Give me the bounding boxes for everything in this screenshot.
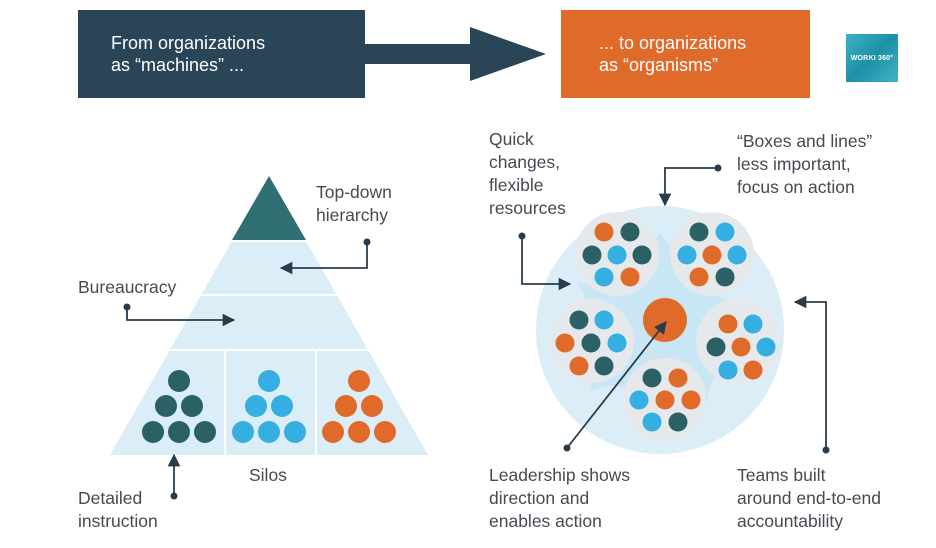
bureaucracy-callout (123, 303, 236, 327)
boxes-lines-callout (658, 164, 722, 207)
team-pod (575, 212, 659, 296)
pyramid-apex (232, 176, 306, 240)
top-down-callout (279, 238, 371, 275)
quick-changes-label: Quick changes, flexible resources (489, 129, 566, 218)
top-down-hierarchy-label: Top-down hierarchy (316, 182, 392, 225)
detailed-instruction-label: Detailed instruction (78, 488, 158, 531)
teams-callout (793, 295, 830, 454)
team-pod (670, 212, 754, 296)
silos-label: Silos (249, 465, 287, 485)
team-pod (550, 299, 634, 383)
team-pod (623, 358, 707, 442)
detailed-instruction-callout (167, 453, 181, 500)
logo-text: WORKI 360° (850, 54, 894, 62)
hierarchy-pyramid (110, 176, 428, 455)
bureaucracy-label: Bureaucracy (78, 277, 177, 297)
boxes-and-lines-label: “Boxes and lines” less important, focus … (737, 131, 873, 197)
leadership-center (643, 298, 687, 342)
leadership-label: Leadership shows direction and enables a… (489, 465, 631, 531)
worki360-logo: WORKI 360° (846, 34, 898, 82)
transition-arrow (365, 27, 546, 81)
to-organisms-text: ... to organizations as “organisms” (599, 33, 747, 75)
silo-teal (142, 370, 216, 443)
team-pod (696, 299, 780, 383)
silo-orange (322, 370, 396, 443)
to-organisms-banner: ... to organizations as “organisms” (561, 10, 810, 98)
leadership-callout (563, 321, 667, 452)
from-machines-text: From organizations as “machines” ... (111, 33, 266, 75)
silo-blue (232, 370, 306, 443)
teams-label: Teams built around end-to-end accountabi… (737, 465, 881, 531)
quick-changes-callout (518, 232, 572, 291)
from-machines-banner: From organizations as “machines” ... (78, 10, 365, 98)
